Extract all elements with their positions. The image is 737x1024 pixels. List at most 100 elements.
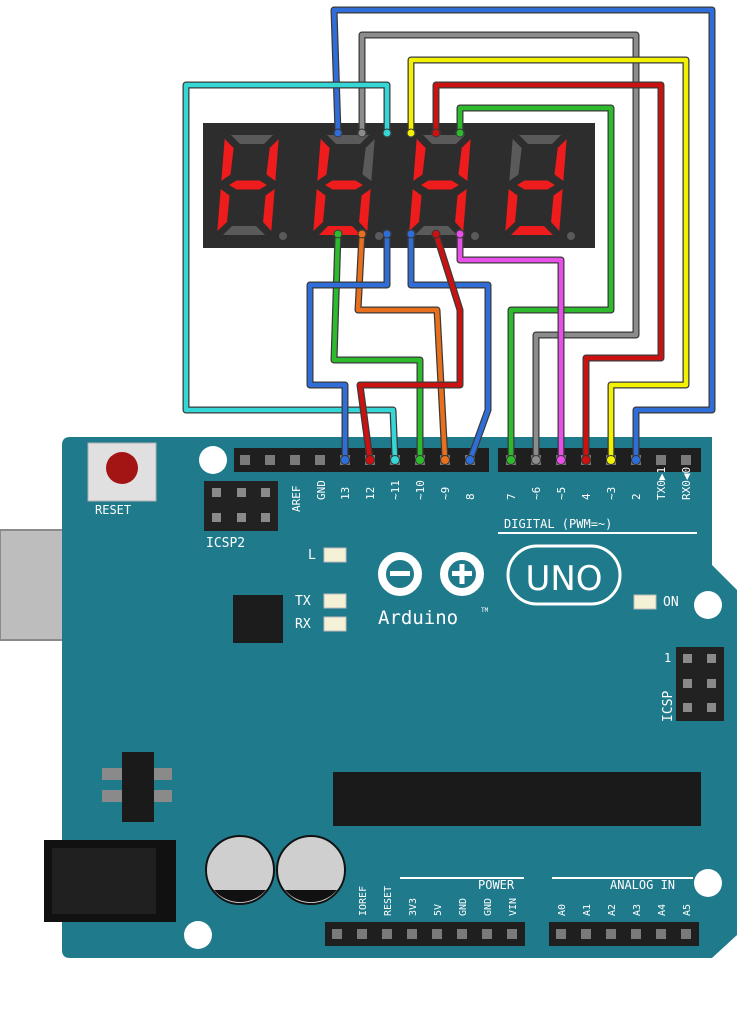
segment-f xyxy=(509,139,522,181)
tx-led xyxy=(323,593,347,609)
analog-label: ANALOG IN xyxy=(610,878,675,892)
rx-led-label: RX xyxy=(295,617,311,632)
header-pin[interactable] xyxy=(382,929,392,939)
segment-c xyxy=(263,189,275,231)
digit-4 xyxy=(505,135,575,240)
digital-pin-label: ~3 xyxy=(605,487,618,500)
segment-c xyxy=(551,189,563,231)
icsp-pin1-label: 1 xyxy=(664,651,671,665)
arduino-logo-text: Arduino xyxy=(378,607,458,629)
analog-pin-label: A2 xyxy=(607,904,618,916)
l-led-label: L xyxy=(308,548,316,563)
wire-top-pin4-to-d4 xyxy=(431,81,665,465)
segment-f xyxy=(221,139,234,181)
segment-g xyxy=(325,180,363,190)
header-pin[interactable] xyxy=(315,455,325,465)
tx-led-label: TX xyxy=(295,594,311,609)
header-pin[interactable] xyxy=(656,929,666,939)
rx-led xyxy=(323,616,347,632)
power-label: POWER xyxy=(478,878,515,892)
header-pin[interactable] xyxy=(265,455,275,465)
power-pin-label: RESET xyxy=(383,886,394,916)
header-pin[interactable] xyxy=(581,929,591,939)
segment-b xyxy=(554,139,567,181)
usb-chip xyxy=(233,595,283,643)
icsp-header xyxy=(676,647,724,721)
header-pin[interactable] xyxy=(631,929,641,939)
digital-header-right xyxy=(498,448,701,472)
power-header xyxy=(325,922,525,946)
header-pin[interactable] xyxy=(290,455,300,465)
arduino-board xyxy=(62,437,737,958)
capacitor xyxy=(276,835,346,905)
header-pin[interactable] xyxy=(681,455,691,465)
icsp-label: ICSP xyxy=(661,691,676,722)
mount-hole xyxy=(694,869,722,897)
digital-pin-label: 4 xyxy=(580,493,593,500)
segment-d xyxy=(511,226,553,235)
analog-header xyxy=(549,922,699,946)
power-pin-label: IOREF xyxy=(358,886,369,916)
gnd-pin-label: GND xyxy=(315,480,328,500)
icsp2-label: ICSP2 xyxy=(206,536,245,551)
capacitor xyxy=(205,835,275,905)
analog-pin-label: A3 xyxy=(632,904,643,916)
mount-hole xyxy=(199,446,227,474)
header-pin[interactable] xyxy=(357,929,367,939)
power-pin-label: GND xyxy=(483,898,494,916)
segment-b xyxy=(266,139,279,181)
header-pin[interactable] xyxy=(507,929,517,939)
segment-a xyxy=(231,135,273,144)
segment-f xyxy=(413,139,426,181)
wire-bot-pin0-to-d13 xyxy=(306,229,392,465)
header-pin[interactable] xyxy=(332,929,342,939)
reset-button[interactable] xyxy=(87,442,157,502)
digital-pin-label: ~9 xyxy=(439,487,452,500)
digital-pin-label: ~10 xyxy=(414,480,427,500)
wire-top-pin3-to-d3 xyxy=(406,56,690,465)
segment-g xyxy=(517,180,555,190)
power-pin-label: 3V3 xyxy=(408,898,419,916)
header-pin[interactable] xyxy=(457,929,467,939)
wire-bot-pin3-to-d8 xyxy=(406,229,492,465)
digital-pin-label: RX0◀0 xyxy=(680,467,693,500)
segment-a xyxy=(519,135,561,144)
header-pin[interactable] xyxy=(432,929,442,939)
header-pin[interactable] xyxy=(240,455,250,465)
digital-pin-label: 8 xyxy=(464,493,477,500)
segment-b xyxy=(362,139,375,181)
header-pin[interactable] xyxy=(407,929,417,939)
header-pin[interactable] xyxy=(606,929,616,939)
analog-pin-label: A4 xyxy=(657,904,668,916)
power-pin-label: VIN xyxy=(508,898,519,916)
digit-1 xyxy=(217,135,287,240)
digit-3 xyxy=(409,135,479,240)
analog-pin-label: A0 xyxy=(557,904,568,916)
digital-pin-label: 2 xyxy=(630,493,643,500)
digital-pin-label: 7 xyxy=(505,493,518,500)
on-led xyxy=(633,594,657,610)
header-pin[interactable] xyxy=(656,455,666,465)
segment-e xyxy=(505,189,518,231)
wire-top-pin5-to-d7 xyxy=(455,104,615,465)
wire-bot-pin1-to-d10 xyxy=(330,229,425,465)
wire-top-pin0-to-d11 xyxy=(182,81,400,465)
wire-bot-pin4-to-d12 xyxy=(356,229,464,465)
mount-hole xyxy=(694,591,722,619)
digital-pin-label: 13 xyxy=(339,487,352,500)
segment-d xyxy=(223,226,265,235)
digital-pin-label: 12 xyxy=(364,487,377,500)
segment-g xyxy=(421,180,459,190)
uno-text: UNO xyxy=(525,559,602,599)
digital-pin-label: ~11 xyxy=(389,480,402,500)
segment-b xyxy=(458,139,471,181)
header-pin[interactable] xyxy=(681,929,691,939)
segment-a xyxy=(423,135,465,144)
decimal-point xyxy=(375,232,383,240)
arduino-infinity-logo xyxy=(378,552,484,596)
header-pin[interactable] xyxy=(556,929,566,939)
arduino-logo-tm: TM xyxy=(481,607,489,614)
header-pin[interactable] xyxy=(482,929,492,939)
segment-e xyxy=(217,189,230,231)
